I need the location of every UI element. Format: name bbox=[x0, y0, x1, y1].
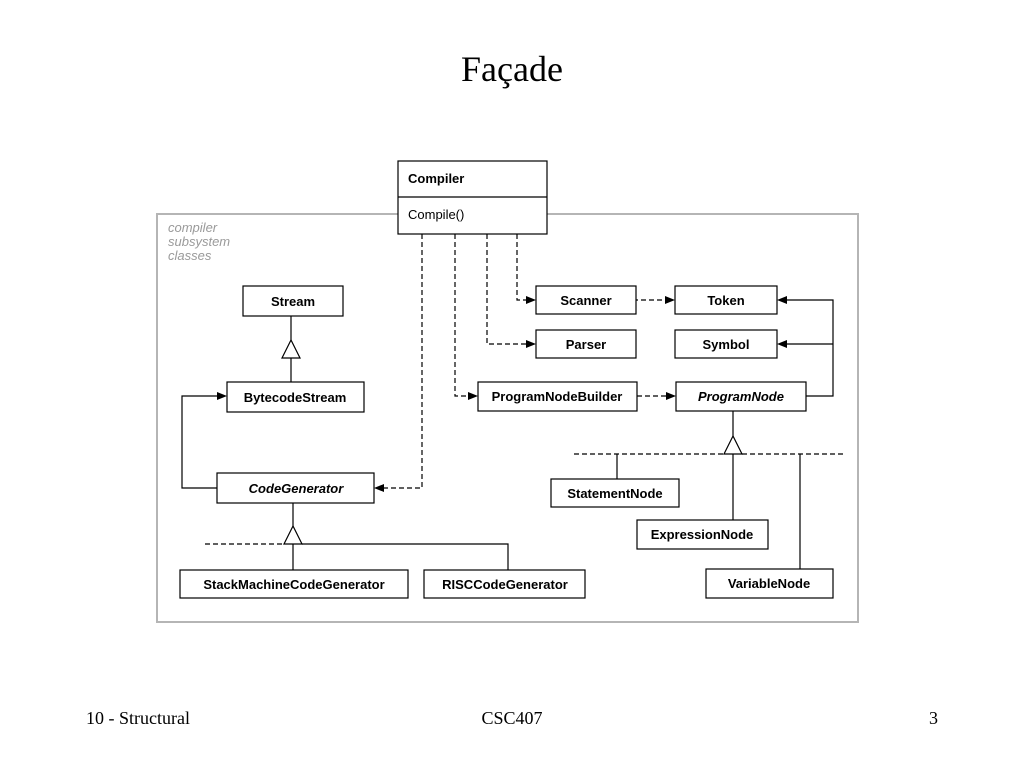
scanner-class-name: Scanner bbox=[560, 293, 611, 308]
arrowhead-parser bbox=[526, 340, 536, 348]
compiler-to-parser-dependency bbox=[486, 234, 526, 345]
compiler-to-programnodebuilder-dependency bbox=[454, 234, 468, 397]
arrowhead-symbol-right bbox=[777, 340, 787, 348]
riscgenerator-branch-line bbox=[302, 543, 509, 570]
compiler-to-scanner-dependency bbox=[516, 234, 526, 301]
risccodegenerator-class: RISCCodeGenerator bbox=[423, 569, 586, 599]
arrowhead-scanner bbox=[526, 296, 536, 304]
variablenode-class: VariableNode bbox=[705, 568, 834, 599]
expressionnode-class: ExpressionNode bbox=[636, 519, 769, 550]
symbol-class-name: Symbol bbox=[703, 337, 750, 352]
stream-class-name: Stream bbox=[271, 294, 315, 309]
compiler-class: Compiler Compile() bbox=[397, 160, 548, 235]
statementnode-class: StatementNode bbox=[550, 478, 680, 508]
parser-class: Parser bbox=[535, 329, 637, 359]
arrowhead-bytecodestream bbox=[217, 392, 227, 400]
slide-title: Façade bbox=[461, 49, 563, 89]
parser-class-name: Parser bbox=[566, 337, 606, 352]
stream-class: Stream bbox=[242, 285, 344, 317]
programnode-class: ProgramNode bbox=[675, 381, 807, 412]
bytecodestream-class: BytecodeStream bbox=[226, 381, 365, 413]
stream-generalization-triangle bbox=[281, 338, 301, 359]
programnodebuilder-class: ProgramNodeBuilder bbox=[477, 381, 638, 412]
arrowhead-codegenerator bbox=[374, 484, 384, 492]
codegenerator-class: CodeGenerator bbox=[216, 472, 375, 504]
arrowhead-programnodebuilder bbox=[468, 392, 478, 400]
programnode-to-token-association bbox=[787, 299, 834, 397]
subsystem-label-line-1: compiler bbox=[168, 220, 218, 235]
subsystem-label-line-2: subsystem bbox=[168, 234, 230, 249]
arrowhead-programnode bbox=[666, 392, 676, 400]
scanner-class: Scanner bbox=[535, 285, 637, 315]
compiler-to-codegenerator-dependency bbox=[383, 234, 423, 489]
compiler-class-name: Compiler bbox=[408, 171, 464, 186]
token-class: Token bbox=[674, 285, 778, 315]
risccodegenerator-class-name: RISCCodeGenerator bbox=[442, 577, 568, 592]
codegenerator-generalization-triangle bbox=[283, 524, 303, 545]
footer-section-label: 10 - Structural bbox=[86, 708, 190, 728]
programnode-generalization-triangle bbox=[723, 434, 743, 455]
symbol-class: Symbol bbox=[674, 329, 778, 359]
bytecodestream-class-name: BytecodeStream bbox=[244, 390, 347, 405]
footer-page-number: 3 bbox=[929, 708, 938, 728]
footer-course-label: CSC407 bbox=[481, 708, 543, 728]
expressionnode-class-name: ExpressionNode bbox=[651, 527, 754, 542]
arrowhead-token-right bbox=[777, 296, 787, 304]
codegenerator-class-name: CodeGenerator bbox=[249, 481, 345, 496]
stackmachinecodegenerator-class-name: StackMachineCodeGenerator bbox=[203, 577, 384, 592]
compiler-operation: Compile() bbox=[408, 207, 464, 222]
token-class-name: Token bbox=[707, 293, 744, 308]
stackmachinecodegenerator-class: StackMachineCodeGenerator bbox=[179, 569, 409, 599]
variablenode-class-name: VariableNode bbox=[728, 576, 810, 591]
programnode-class-name: ProgramNode bbox=[698, 389, 784, 404]
statementnode-class-name: StatementNode bbox=[567, 486, 662, 501]
subsystem-label-line-3: classes bbox=[168, 248, 212, 263]
arrowhead-token bbox=[665, 296, 675, 304]
codegenerator-to-bytecodestream-association bbox=[181, 395, 217, 489]
programnodebuilder-class-name: ProgramNodeBuilder bbox=[492, 389, 623, 404]
